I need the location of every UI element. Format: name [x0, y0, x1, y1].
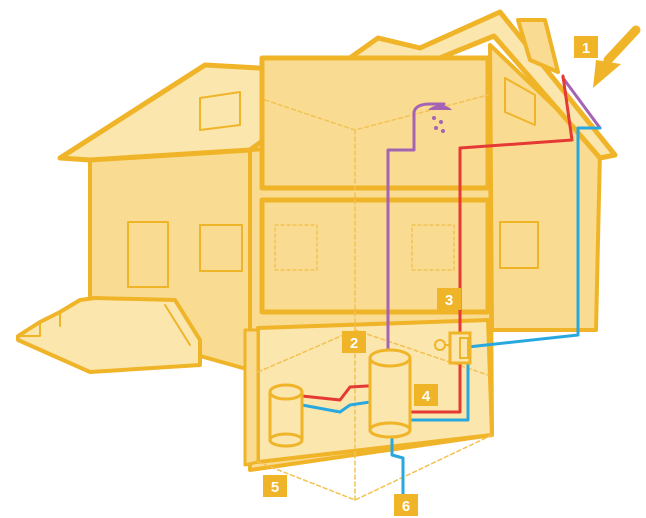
badge-3: 3 [437, 288, 461, 310]
arrow-icon [593, 25, 641, 88]
secondary-tank-bottom [268, 432, 304, 448]
badge-6-label: 6 [402, 498, 410, 515]
roof-window-right [504, 77, 536, 126]
badge-2-label: 2 [350, 335, 358, 352]
controller-panel [459, 337, 469, 359]
badge-2: 2 [342, 331, 366, 353]
cold-pipe-to-storage [300, 398, 386, 414]
window-right [499, 221, 539, 269]
hot-pipe-to-storage [300, 383, 386, 402]
window-inner-middle-right [411, 224, 455, 271]
pipes [300, 74, 602, 502]
basement-floor-left [243, 328, 260, 467]
main-tank-top [368, 348, 412, 368]
badge-1-label: 1 [582, 40, 590, 57]
badge-3-label: 3 [445, 292, 453, 309]
shower-icon [428, 105, 452, 133]
window-inner-middle [274, 224, 318, 271]
cold-pipe-collector [410, 126, 602, 422]
stair-lines [17, 299, 201, 346]
badge-5-label: 5 [271, 479, 279, 496]
entrance-steps [16, 296, 202, 374]
door-left [127, 221, 169, 288]
badge-6: 6 [394, 494, 418, 516]
shower-pipe [386, 102, 446, 357]
mains-supply-pipe [390, 433, 405, 502]
secondary-tank-top [268, 383, 304, 401]
collector-line [561, 76, 602, 130]
window-left [199, 224, 243, 272]
badge-4-label: 4 [422, 388, 431, 405]
pump [434, 339, 446, 351]
inner-dashed-lines [257, 94, 493, 501]
roof-window-left [199, 91, 241, 131]
badge-4: 4 [414, 384, 438, 406]
badge-5: 5 [263, 475, 287, 497]
upper-floor-section [259, 55, 491, 191]
house-structure [16, 9, 618, 501]
badge-1: 1 [574, 36, 598, 58]
hot-pipe-collector [410, 74, 574, 414]
equipment [268, 331, 472, 448]
chimney [516, 18, 560, 74]
main-tank-bottom [368, 421, 412, 439]
